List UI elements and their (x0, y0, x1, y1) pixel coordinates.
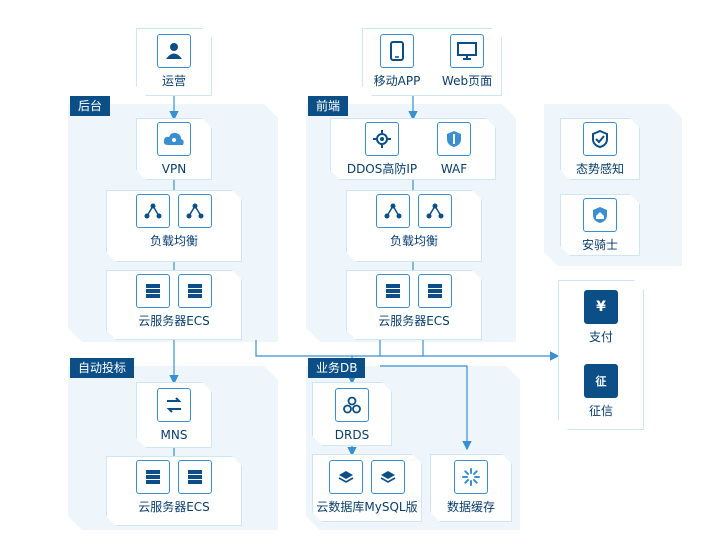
load-balancer-icon (178, 194, 212, 228)
server-icon (376, 274, 410, 308)
database-icon (371, 460, 405, 494)
user-icon (157, 34, 191, 68)
pay-glyph: ¥ (596, 299, 606, 315)
node-lb-backend[interactable]: 负载均衡 (106, 194, 242, 248)
node-pay-label: 支付 (588, 330, 613, 344)
distributed-db-icon (335, 388, 369, 422)
node-ecs-backend-label: 云服务器ECS (138, 314, 210, 328)
shield-check-icon (583, 122, 617, 156)
home-shield-icon (583, 198, 617, 232)
firewall-icon (437, 122, 471, 156)
node-waf-label: WAF (440, 162, 468, 176)
monitor-icon (450, 34, 484, 68)
server-icon (178, 460, 212, 494)
node-lb-frontend[interactable]: 负载均衡 (346, 194, 482, 248)
vpn-cloud-icon (157, 122, 191, 156)
load-balancer-icon (418, 194, 452, 228)
server-icon (178, 274, 212, 308)
node-vpn-label: VPN (161, 162, 187, 176)
zone-label-business-db: 业务DB (308, 358, 366, 378)
node-web-page-label: Web页面 (441, 74, 493, 88)
node-mobile-app[interactable]: 移动APP (362, 34, 432, 88)
credit-glyph: 征 (595, 375, 607, 388)
node-operations[interactable]: 运营 (136, 34, 212, 88)
credit-badge-icon: 征 (584, 364, 618, 398)
node-waf[interactable]: WAF (424, 122, 484, 176)
node-anqishi-label: 安骑士 (581, 238, 618, 252)
zone-label-backend: 后台 (70, 96, 111, 116)
node-credit[interactable]: 征 征信 (558, 364, 644, 418)
card-lb-frontend (346, 190, 482, 262)
node-mns-label: MNS (160, 428, 188, 442)
node-vpn[interactable]: VPN (136, 122, 212, 176)
node-mysql[interactable]: 云数据库MySQL版 (312, 460, 422, 514)
node-drds-label: DRDS (334, 428, 370, 442)
node-ecs-frontend-label: 云服务器ECS (378, 314, 450, 328)
load-balancer-icon (376, 194, 410, 228)
node-mysql-label: 云数据库MySQL版 (316, 500, 418, 514)
server-icon (136, 274, 170, 308)
node-ddos[interactable]: DDOS高防IP (336, 122, 428, 176)
node-operations-label: 运营 (161, 74, 186, 88)
cache-loading-icon (454, 460, 488, 494)
zone-label-frontend: 前端 (308, 96, 349, 116)
node-credit-label: 征信 (588, 404, 613, 418)
node-mns[interactable]: MNS (136, 388, 212, 442)
card-ecs-frontend (346, 270, 482, 340)
node-ddos-label: DDOS高防IP (346, 162, 418, 176)
node-anqishi[interactable]: 安骑士 (560, 198, 640, 252)
node-ecs-backend[interactable]: 云服务器ECS (106, 274, 242, 328)
load-balancer-icon (136, 194, 170, 228)
node-ecs-autobid-label: 云服务器ECS (138, 500, 210, 514)
card-ecs-autobid (106, 456, 242, 526)
card-lb-backend (106, 190, 242, 262)
mobile-phone-icon (380, 34, 414, 68)
node-situation-awareness[interactable]: 态势感知 (560, 122, 640, 176)
gear-shield-icon (365, 122, 399, 156)
node-situation-label: 态势感知 (575, 162, 624, 176)
node-cache[interactable]: 数据缓存 (430, 460, 512, 514)
database-icon (329, 460, 363, 494)
node-drds[interactable]: DRDS (312, 388, 392, 442)
node-lb-frontend-label: 负载均衡 (389, 234, 438, 248)
node-web-page[interactable]: Web页面 (432, 34, 502, 88)
node-ecs-frontend[interactable]: 云服务器ECS (346, 274, 482, 328)
node-ecs-autobid[interactable]: 云服务器ECS (106, 460, 242, 514)
server-icon (136, 460, 170, 494)
node-cache-label: 数据缓存 (446, 500, 495, 514)
yen-shield-icon: ¥ (584, 290, 618, 324)
server-icon (418, 274, 452, 308)
node-lb-backend-label: 负载均衡 (149, 234, 198, 248)
zone-label-autobid: 自动投标 (70, 358, 135, 378)
node-mobile-app-label: 移动APP (373, 74, 421, 88)
message-queue-icon (157, 388, 191, 422)
node-pay[interactable]: ¥ 支付 (558, 290, 644, 344)
card-ecs-backend (106, 270, 242, 340)
